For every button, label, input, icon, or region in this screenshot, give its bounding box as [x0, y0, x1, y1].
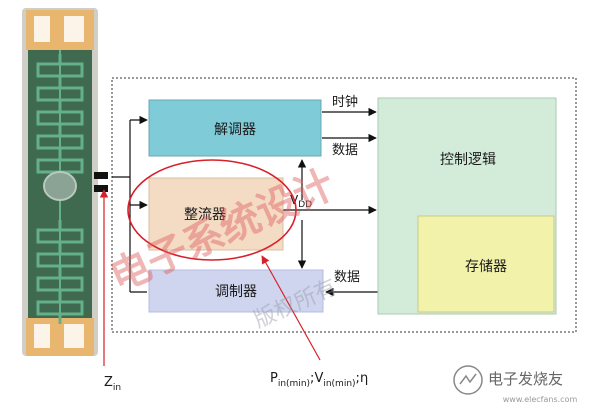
clock-signal-label: 时钟: [332, 94, 358, 110]
annotation-lines: [99, 189, 321, 366]
demodulator-label: 解调器: [214, 122, 256, 138]
data-signal-label-top: 数据: [332, 143, 358, 158]
logo-icon: [453, 365, 483, 395]
chip-boundary: [111, 77, 577, 333]
antenna-terminal-bottom: [94, 185, 108, 192]
control-logic-label: 控制逻辑: [440, 152, 496, 168]
chip-die: [43, 171, 77, 201]
rectifier-highlight-ellipse: [127, 159, 297, 261]
zin-label: Zin: [104, 375, 121, 393]
demodulator-block: 解调器: [148, 99, 322, 157]
memory-label: 存储器: [465, 259, 507, 275]
rectifier-block: 整流器: [148, 177, 284, 251]
signal-paths: [112, 107, 378, 297]
logo-url: www.elecfans.com: [503, 395, 578, 404]
power-voltage-efficiency-label: Pin(min);Vin(min);η: [270, 371, 368, 389]
antenna-terminal-top: [94, 172, 108, 179]
elecfans-logo: 电子发烧友 www.elecfans.com: [453, 365, 578, 404]
rfid-antenna-inlay: [22, 8, 108, 356]
modulator-block: 调制器: [148, 269, 324, 313]
modulator-label: 调制器: [215, 284, 257, 300]
logo-text: 电子发烧友: [488, 370, 563, 388]
data-signal-label-bottom: 数据: [334, 270, 360, 285]
rectifier-label: 整流器: [184, 207, 226, 223]
memory-block: 存储器: [417, 215, 555, 313]
